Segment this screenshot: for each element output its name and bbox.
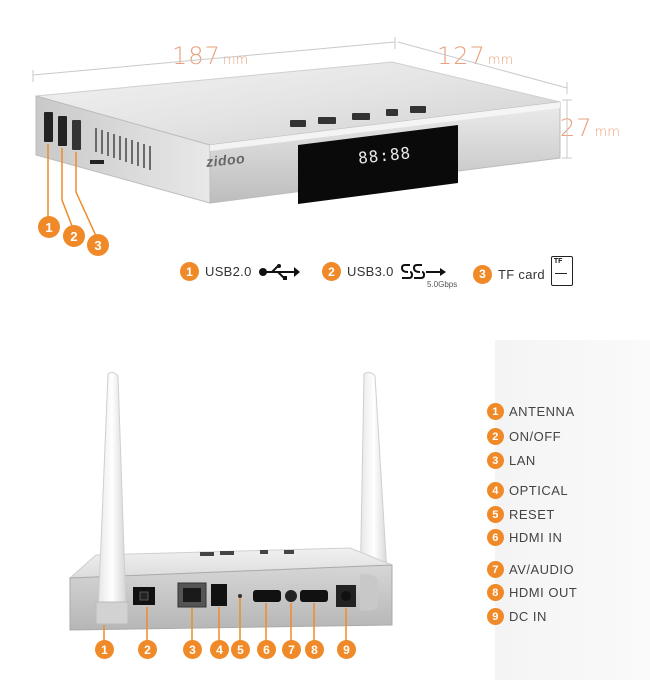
legend-label: RESET [509,507,555,522]
legend-badge: 2 [487,428,504,445]
legend-usb2: 1 USB2.0 [180,262,300,281]
legend-label: HDMI IN [509,530,563,545]
usb3-superspeed-icon [400,263,446,279]
rear-callout-4: 4 [210,640,229,659]
legend-label: DC IN [509,609,547,624]
rear-legend-hdmi-in: 6 HDMI IN [487,529,562,546]
legend-label: OPTICAL [509,483,569,498]
legend-badge: 8 [487,584,504,601]
rear-legend-on-off: 2 ON/OFF [487,428,561,445]
rear-legend-antenna: 1 ANTENNA [487,403,575,420]
legend-usb3: 2 USB3.0 [322,262,446,281]
legend-label: HDMI OUT [509,585,578,600]
legend-label: TF card [498,266,545,282]
rear-callout-6: 6 [257,640,276,659]
tf-card-icon-text: TF [553,258,563,265]
front-callout-1: 1 [38,216,60,238]
rear-callout-3: 3 [183,640,202,659]
legend-label: AV/AUDIO [509,562,575,577]
rear-callout-2: 2 [138,640,157,659]
front-callout-2: 2 [63,225,85,247]
legend-label: LAN [509,453,536,468]
legend-badge: 9 [487,608,504,625]
rear-legend-panel [495,340,650,680]
usb3-speed-caption: 5.0Gbps [427,280,458,289]
legend-label: USB2.0 [205,264,252,279]
tf-card-icon: TF [550,256,573,286]
rear-legend-lan: 3 LAN [487,452,536,469]
legend-badge: 3 [487,452,504,469]
legend-badge: 4 [487,482,504,499]
legend-badge: 2 [322,262,341,281]
rear-callout-7: 7 [282,640,301,659]
legend-badge: 7 [487,561,504,578]
legend-badge: 1 [487,403,504,420]
legend-label: ANTENNA [509,404,575,419]
dimension-guides [32,37,572,159]
legend-badge: 3 [473,264,492,284]
usb-icon [258,263,300,280]
device-front-view [35,61,561,237]
legend-badge: 1 [180,262,199,281]
legend-badge: 6 [487,529,504,546]
rear-legend-optical: 4 OPTICAL [487,482,568,499]
rear-callout-9: 9 [337,640,356,659]
rear-legend-hdmi-out: 8 HDMI OUT [487,584,577,601]
legend-badge: 5 [487,506,504,523]
rear-legend-dc-in: 9 DC IN [487,608,547,625]
legend-tf-card: 3 TF card TF [473,256,573,286]
legend-label: USB3.0 [347,264,394,279]
front-callout-3: 3 [87,234,109,256]
rear-legend-av-audio: 7 AV/AUDIO [487,561,574,578]
device-rear-view [68,371,393,642]
rear-callout-8: 8 [305,640,324,659]
rear-legend-reset: 5 RESET [487,506,555,523]
legend-label: ON/OFF [509,429,562,444]
rear-callout-5: 5 [231,640,250,659]
rear-callout-1: 1 [95,640,114,659]
